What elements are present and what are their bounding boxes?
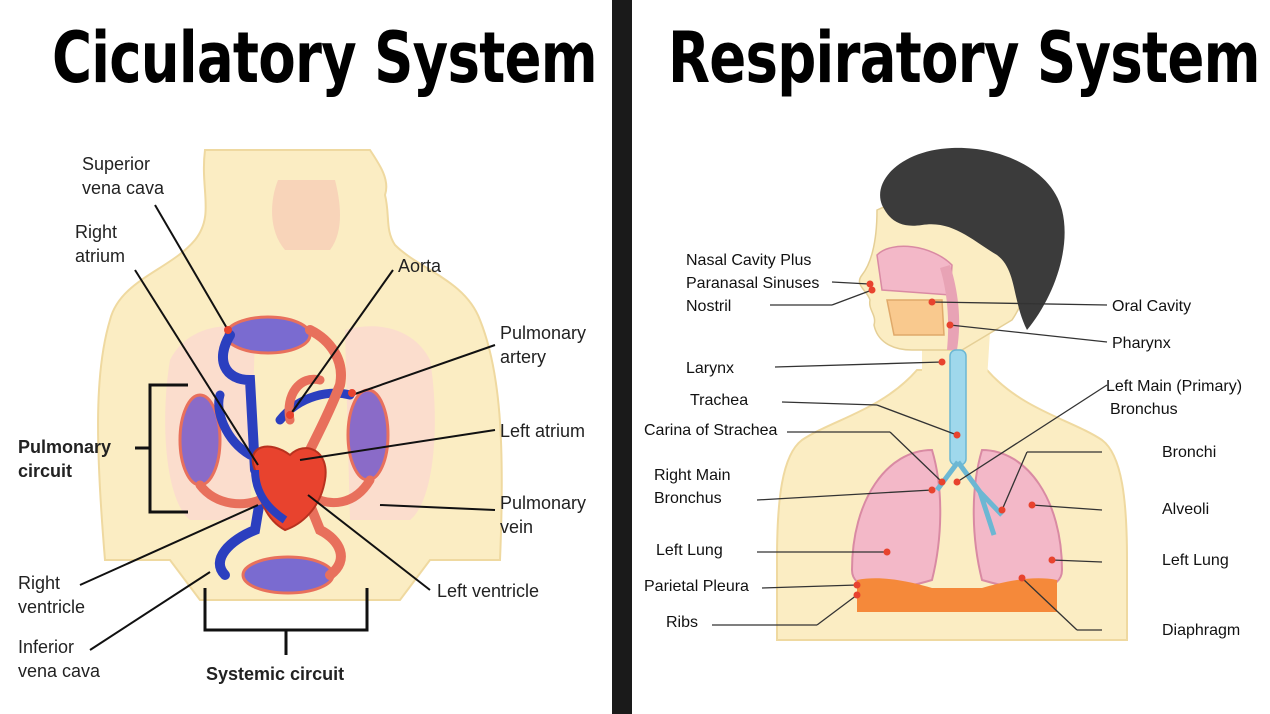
trachea-shape <box>949 349 967 466</box>
label-pharynx: Pharynx <box>1112 335 1171 352</box>
label-nostril: Nostril <box>686 298 731 315</box>
label-left-lung-right: Left Lung <box>1162 552 1229 569</box>
label-alveoli: Alveoli <box>1162 501 1209 518</box>
label-larynx: Larynx <box>686 360 734 377</box>
label-pulmonary-vein-1: Pulmonary <box>500 493 586 513</box>
label-pulmonary-vein-2: vein <box>500 517 533 537</box>
pulmonary-circuit-bracket <box>135 383 188 514</box>
lower-capillary-bed <box>241 555 335 595</box>
label-trachea: Trachea <box>690 392 748 409</box>
label-inferior-vena-cava-2: vena cava <box>18 661 101 681</box>
respiratory-title: Respiratory System <box>668 17 1260 99</box>
left-lung-capillaries <box>346 388 390 482</box>
diaphragm-shape <box>857 578 1057 612</box>
label-systemic-circuit: Systemic circuit <box>206 664 344 684</box>
label-oral-cavity: Oral Cavity <box>1112 298 1191 315</box>
label-pulmonary-circuit-1: Pulmonary <box>18 437 111 457</box>
label-left-lung-left: Left Lung <box>656 542 723 559</box>
label-pulmonary-artery-2: artery <box>500 347 546 367</box>
label-parietal-pleura: Parietal Pleura <box>644 578 749 595</box>
label-left-main-bronchus-1: Left Main (Primary) <box>1106 378 1242 395</box>
systemic-circuit-bracket <box>203 588 369 655</box>
circulatory-panel: Ciculatory System <box>0 0 612 714</box>
leader-lines <box>712 281 1108 631</box>
label-ribs: Ribs <box>666 614 698 631</box>
leader-dots <box>853 280 1056 599</box>
label-right-ventricle-2: ventricle <box>18 597 85 617</box>
label-nasal-cavity-2: Paranasal Sinuses <box>686 275 819 292</box>
label-superior-vena-cava-1: Superior <box>82 154 150 174</box>
label-carina: Carina of Strachea <box>644 422 778 439</box>
hair-shape <box>880 147 1065 330</box>
label-superior-vena-cava-2: vena cava <box>82 178 165 198</box>
respiratory-panel: Respiratory System <box>632 0 1270 714</box>
label-right-atrium-1: Right <box>75 222 117 242</box>
label-left-atrium: Left atrium <box>500 421 585 441</box>
label-bronchi: Bronchi <box>1162 444 1216 461</box>
respiratory-diagram: Nasal Cavity Plus Paranasal Sinuses Nost… <box>644 147 1242 641</box>
label-right-main-bronchus-1: Right Main <box>654 467 730 484</box>
label-right-atrium-2: atrium <box>75 246 125 266</box>
label-aorta: Aorta <box>398 256 442 276</box>
label-diaphragm: Diaphragm <box>1162 622 1240 639</box>
leader-lines <box>79 204 496 651</box>
circulatory-title: Ciculatory System <box>52 17 598 99</box>
label-inferior-vena-cava-1: Inferior <box>18 637 74 657</box>
right-lung-capillaries <box>178 393 222 487</box>
label-left-main-bronchus-2: Bronchus <box>1110 401 1178 418</box>
label-pulmonary-artery-1: Pulmonary <box>500 323 586 343</box>
blood-vessels <box>195 325 375 580</box>
label-right-main-bronchus-2: Bronchus <box>654 490 722 507</box>
label-pulmonary-circuit-2: circuit <box>18 461 72 481</box>
label-nasal-cavity-1: Nasal Cavity Plus <box>686 252 811 269</box>
upper-capillary-bed <box>224 315 312 355</box>
circulatory-diagram: Superior vena cava Right atrium Aorta Pu… <box>18 149 586 684</box>
panel-divider <box>612 0 632 714</box>
oral-cavity-shape <box>886 299 945 336</box>
label-right-ventricle-1: Right <box>18 573 60 593</box>
label-left-ventricle: Left ventricle <box>437 581 539 601</box>
